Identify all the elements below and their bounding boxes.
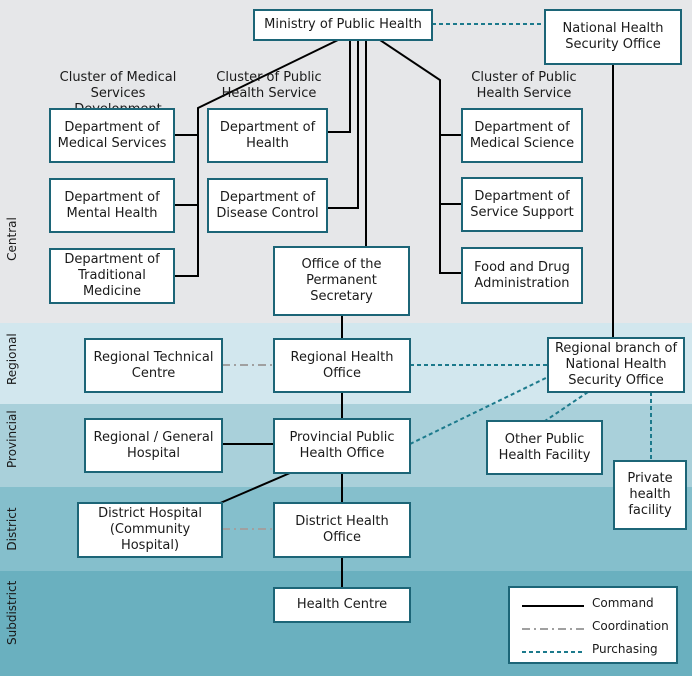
fda-box: Food and Drug Administration [461,247,583,304]
regional-technical-centre-box: Regional Technical Centre [84,338,223,393]
private-facility-box: Private health facility [613,460,687,530]
dept-service-support-box: Department of Service Support [461,177,583,232]
command-lines [174,39,614,587]
dept-medical-science-box: Department of Medical Science [461,108,583,163]
legend-command-label: Command [592,596,654,610]
dept-traditional-medicine-box: Department of Traditional Medicine [49,248,175,304]
provincial-health-office-box: Provincial Public Health Office [273,418,411,474]
command-line-ministry-to-right-cluster [379,39,462,274]
legend: Command Coordination Purchasing [508,586,678,664]
command-line-ministry-to-disease-control [327,40,359,209]
legend-purchasing: Purchasing [522,642,672,660]
legend-coordination: Coordination [522,619,672,637]
regional-general-hospital-box: Regional / General Hospital [84,418,223,473]
command-line-provincial-to-district-hospital [217,472,291,505]
purchasing-lines [409,23,652,460]
regional-nhso-branch-box: Regional branch of National Health Secur… [547,337,685,393]
permanent-secretary-box: Office of the Permanent Secretary [273,246,410,316]
command-line-ministry-to-health [327,40,351,133]
cluster-public-health-left-label: Cluster of Public Health Service [216,70,322,101]
health-centre-box: Health Centre [273,587,411,623]
district-health-office-box: District Health Office [273,502,411,558]
legend-coordination-label: Coordination [592,619,669,633]
coordination-lines [222,364,274,530]
dept-health-box: Department of Health [207,108,328,163]
dept-disease-control-box: Department of Disease Control [207,178,328,233]
regional-health-office-box: Regional Health Office [273,338,411,393]
ministry-box: Ministry of Public Health [253,9,433,41]
nhso-box: National Health Security Office [544,9,682,65]
dept-mental-health-box: Department of Mental Health [49,178,175,233]
other-public-facility-box: Other Public Health Facility [486,420,603,475]
district-hospital-box: District Hospital (Community Hospital) [77,502,223,558]
purchasing-line-provincial-office [409,375,551,445]
command-line-ministry-to-medical-services [174,39,339,277]
legend-purchasing-label: Purchasing [592,642,658,656]
dept-medical-services-box: Department of Medical Services [49,108,175,163]
legend-command: Command [522,596,672,614]
cluster-public-health-right-label: Cluster of Public Health Service [471,70,577,101]
purchasing-line-other-facility [544,391,589,422]
